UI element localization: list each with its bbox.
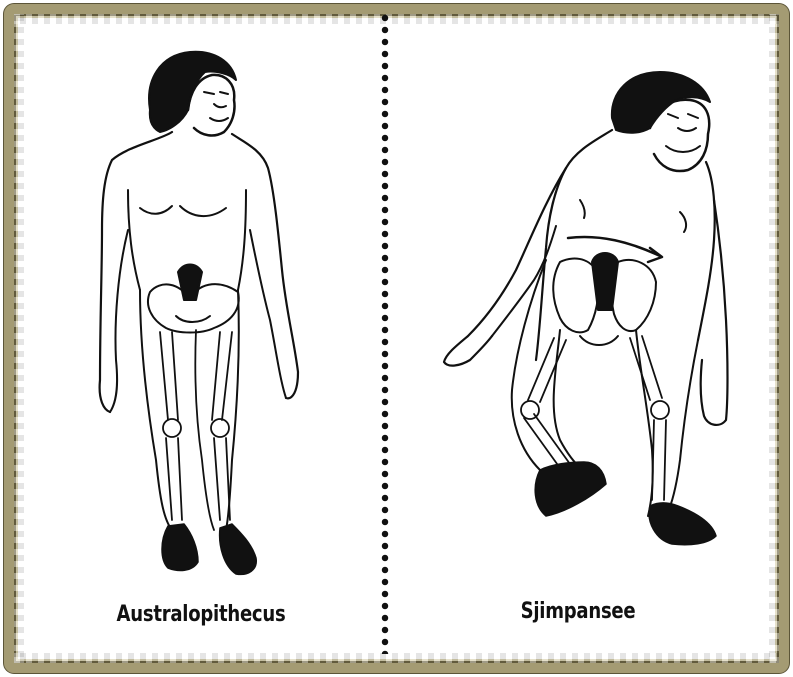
australopithecus-figure bbox=[100, 52, 298, 575]
chimpanzee-face bbox=[650, 100, 709, 171]
chimpanzee-figure bbox=[444, 72, 728, 545]
chimpanzee-pelvis bbox=[553, 253, 656, 345]
australopithecus-pelvis bbox=[148, 265, 239, 333]
chimpanzee-caption: Sjimpansee bbox=[504, 599, 652, 624]
australopithecus-caption: Australopithecus bbox=[107, 602, 296, 627]
australopithecus-left-foot bbox=[162, 524, 198, 570]
australopithecus-right-foot bbox=[220, 524, 257, 574]
chimpanzee-torso bbox=[536, 130, 715, 360]
chimpanzee-left-foot bbox=[535, 462, 606, 516]
chimpanzee-right-foot bbox=[649, 503, 716, 545]
